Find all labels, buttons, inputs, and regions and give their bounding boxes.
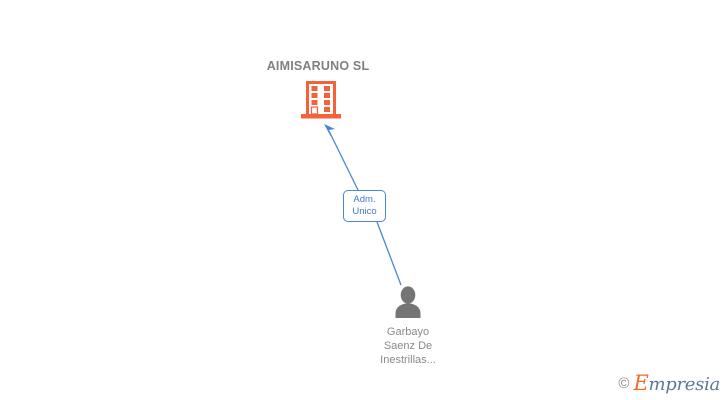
arrowhead-to-company — [324, 124, 335, 137]
brand-initial: E — [633, 371, 649, 395]
edge-relation-to-company — [328, 130, 359, 191]
person-name-label: Garbayo Saenz De Inestrillas... — [348, 325, 468, 367]
empresia-logo[interactable]: © Empresia — [618, 373, 720, 394]
company-title: AIMISARUNO SL — [266, 59, 370, 73]
edge-relation-to-person — [376, 221, 402, 286]
person-icon-glyph — [395, 286, 421, 318]
brand-rest: mpresia — [648, 374, 721, 395]
person-name-line-3: Inestrillas... — [380, 354, 436, 366]
relation-label-line-1: Adm. — [353, 194, 376, 206]
person-name-line-2: Saenz De — [383, 340, 433, 352]
person-node-icon[interactable] — [391, 286, 425, 318]
relation-label-adm-unico[interactable]: Adm. Unico — [343, 190, 386, 222]
person-name-line-1: Garbayo — [386, 326, 430, 338]
relation-label-line-2: Unico — [352, 206, 377, 217]
copyright-icon: © — [618, 375, 630, 392]
building-icon-glyph — [301, 81, 341, 119]
company-building-icon[interactable] — [300, 80, 342, 120]
brand-wordmark: Empresia — [633, 373, 720, 394]
